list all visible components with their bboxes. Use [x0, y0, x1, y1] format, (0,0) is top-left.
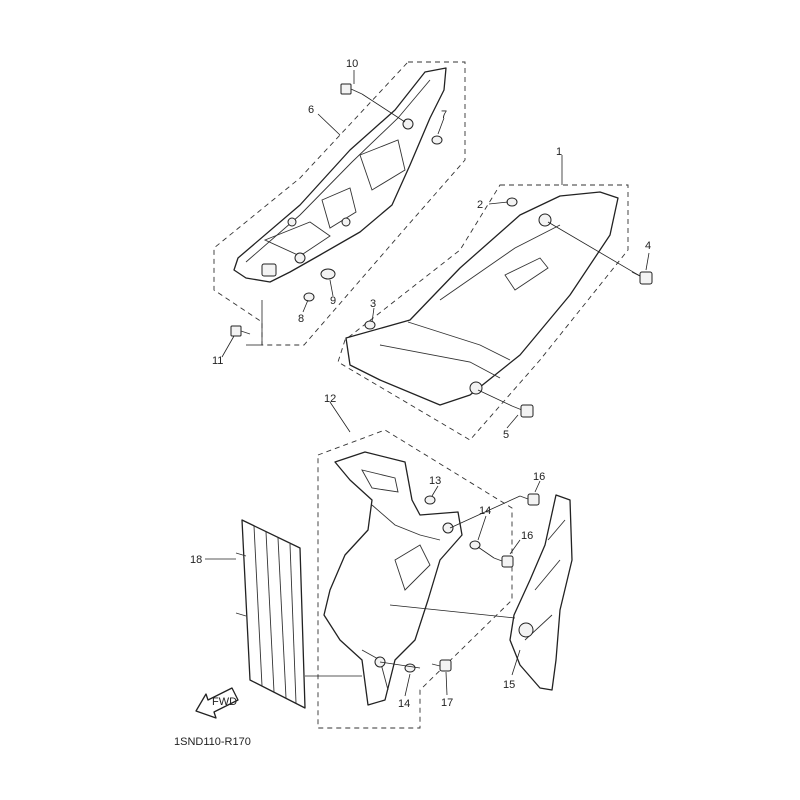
- collar-icon: [303, 292, 315, 302]
- shroud-fold: [371, 504, 441, 541]
- side-cover-rear-rib: [359, 139, 406, 191]
- callout-10: 10: [346, 58, 358, 70]
- forward-arrow-icon: FWD: [195, 687, 239, 719]
- collar-icon: [469, 540, 481, 550]
- bolt-icon: [511, 404, 534, 418]
- leader-line: [404, 673, 411, 697]
- side-cover-rear: [233, 67, 447, 283]
- callout-5: 5: [503, 429, 509, 441]
- bolt-icon: [631, 271, 653, 285]
- side-cover-groove: [439, 224, 561, 301]
- grommet-icon: [469, 381, 483, 395]
- leader-line: [511, 649, 521, 676]
- leader-line: [534, 480, 541, 493]
- collar-icon: [506, 197, 518, 207]
- diagram-code: 1SND110-R170: [174, 736, 251, 748]
- callout-7: 7: [441, 109, 447, 121]
- leader-line: [361, 93, 406, 123]
- callout-4: 4: [645, 240, 651, 252]
- leader-line: [509, 539, 521, 555]
- shroud-vent: [361, 469, 399, 493]
- leader-line: [302, 299, 309, 313]
- callout-16a: 16: [533, 471, 545, 483]
- leader-line: [477, 389, 513, 407]
- leader-line: [449, 495, 521, 529]
- damper-icon: [320, 268, 336, 280]
- callout-18: 18: [190, 554, 202, 566]
- side-cover-group: [337, 184, 653, 441]
- callout-16b: 16: [521, 530, 533, 542]
- radiator-shroud-group: [317, 429, 540, 729]
- leader-line: [329, 279, 334, 297]
- collar-icon: [424, 495, 436, 505]
- shroud-recess: [394, 544, 431, 591]
- emblem-icon: [518, 622, 534, 638]
- bolt-icon: [519, 493, 540, 506]
- callout-12: 12: [324, 393, 336, 405]
- leader-line: [389, 604, 516, 619]
- bolt-icon: [431, 659, 452, 672]
- bolt-icon: [340, 83, 363, 95]
- radiator-shroud: [323, 451, 463, 706]
- side-cover-rear-channel: [263, 221, 331, 257]
- callout-9: 9: [330, 295, 336, 307]
- side-cover-edge: [379, 344, 501, 379]
- callout-14a: 14: [479, 505, 491, 517]
- grommet-icon: [341, 217, 351, 227]
- leader-line: [645, 252, 650, 271]
- grommet-icon: [538, 213, 552, 227]
- leader-line: [379, 661, 421, 669]
- leader-line: [477, 546, 495, 559]
- callout-17: 17: [441, 697, 453, 709]
- callout-14b: 14: [398, 698, 410, 710]
- side-cover-panel: [504, 257, 549, 291]
- fwd-label: FWD: [212, 696, 237, 708]
- side-cover-rib: [407, 321, 511, 361]
- grommet-icon: [402, 118, 414, 130]
- callout-2: 2: [477, 199, 483, 211]
- side-cover-rear-inner-edge: [245, 79, 431, 263]
- callout-11: 11: [212, 355, 223, 367]
- leader-line: [488, 201, 509, 205]
- callout-3: 3: [370, 298, 376, 310]
- leader-line: [445, 671, 448, 696]
- bolt-icon: [493, 555, 514, 568]
- mount-boss-icon: [261, 263, 277, 277]
- grommet-icon: [294, 252, 306, 264]
- leader-line: [506, 414, 519, 429]
- leader-line: [221, 335, 235, 358]
- collar-icon: [364, 320, 376, 330]
- leader-line: [437, 117, 445, 135]
- leader-line: [547, 221, 641, 277]
- side-cover-rear-slot: [321, 187, 357, 229]
- radiator-louver: [205, 519, 362, 709]
- grommet-icon: [287, 217, 297, 227]
- leader-line: [317, 113, 341, 136]
- collar-icon: [404, 663, 416, 673]
- leader-line: [329, 401, 351, 433]
- callout-13: 13: [429, 475, 441, 487]
- side-cover-rear-group: [213, 61, 466, 346]
- callout-15: 15: [503, 679, 515, 691]
- callout-8: 8: [298, 313, 304, 325]
- callout-6: 6: [308, 104, 314, 116]
- grommet-icon: [442, 522, 454, 534]
- graphic-decal: [389, 494, 573, 691]
- leader-line: [431, 485, 439, 497]
- side-cover: [345, 191, 619, 406]
- bolt-icon: [230, 325, 251, 337]
- callout-1: 1: [556, 146, 562, 158]
- collar-icon: [431, 135, 443, 145]
- leader-line: [371, 307, 375, 323]
- group-1-outline: [337, 184, 629, 441]
- leader-line: [477, 515, 487, 541]
